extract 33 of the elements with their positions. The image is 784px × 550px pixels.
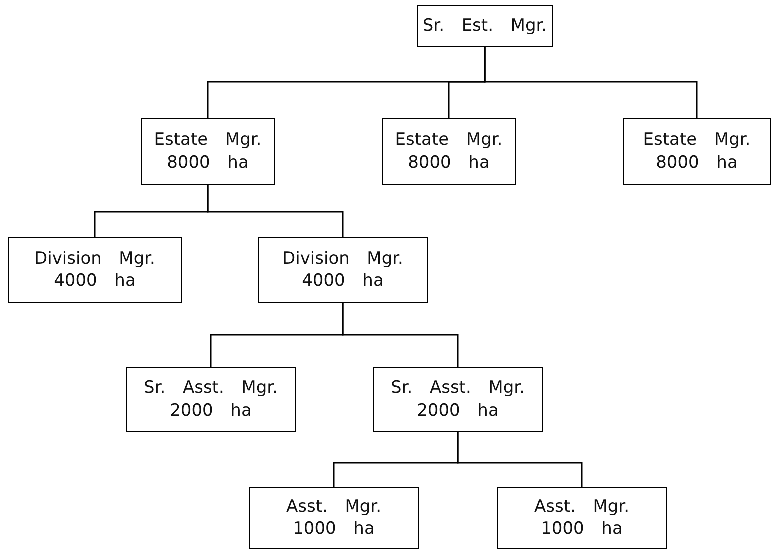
area-text: 2000 ha <box>170 400 252 421</box>
area-text: 1000 ha <box>293 519 375 540</box>
org-box <box>382 118 516 185</box>
org-box <box>8 237 182 303</box>
connector-line <box>457 432 583 487</box>
area-text: 8000 ha <box>408 152 490 173</box>
org-box <box>373 367 543 432</box>
connector-line <box>342 303 459 367</box>
role-title: Estate Mgr. <box>395 130 503 150</box>
role-title: Estate Mgr. <box>154 130 262 150</box>
role-title: Sr. Est. Mgr. <box>422 16 548 36</box>
role-title: Estate Mgr. <box>643 130 751 150</box>
area-text: 8000 ha <box>656 152 738 173</box>
role-title: Division Mgr. <box>34 248 156 269</box>
role-title: Sr. Asst. Mgr. <box>144 378 278 398</box>
org-box <box>417 5 553 47</box>
role-title: Sr. Asst. Mgr. <box>391 378 525 398</box>
role-title: Division Mgr. <box>282 248 404 269</box>
connector-line <box>484 47 698 118</box>
area-text: 4000 ha <box>54 271 136 292</box>
area-text: 2000 ha <box>417 400 499 421</box>
org-box <box>249 487 419 549</box>
role-title: Asst. Mgr. <box>286 496 382 517</box>
area-text: 4000 ha <box>302 271 384 292</box>
area-text: 1000 ha <box>541 519 623 540</box>
org-box <box>497 487 667 549</box>
role-title: Asst. Mgr. <box>534 496 630 517</box>
area-text: 8000 ha <box>167 152 249 173</box>
connector-line <box>207 185 344 237</box>
org-box <box>141 118 275 185</box>
org-box <box>623 118 771 185</box>
org-box <box>126 367 296 432</box>
org-box <box>258 237 428 303</box>
